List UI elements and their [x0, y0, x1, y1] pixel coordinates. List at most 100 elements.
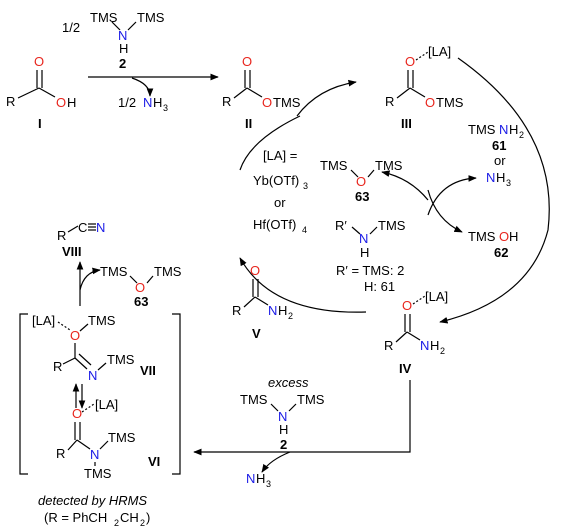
disiloxane-bond-l	[350, 169, 359, 178]
excess-byproduct-h: H	[256, 471, 265, 486]
compound-III-rc	[396, 87, 411, 99]
compound-VII-otms	[79, 323, 89, 332]
compound-VI-la: [LA]	[95, 397, 118, 412]
rprime-n: N	[359, 231, 368, 246]
amine-h: H	[509, 122, 518, 137]
compound-VIII-r: R	[57, 228, 66, 243]
compound-VII-cn-2	[78, 353, 92, 366]
amine-number: 61	[492, 138, 506, 153]
compound-VI-o-double: O	[72, 406, 82, 421]
compound-VIII-label: VIII	[62, 244, 82, 259]
step1-byproduct-sub: 3	[163, 103, 168, 113]
compound-I-r: R	[6, 94, 15, 109]
compound-IV-sub: 2	[440, 346, 445, 356]
silanol-o: O	[499, 229, 509, 244]
compound-VI-label: VI	[148, 454, 160, 469]
compound-V-h: H	[278, 303, 287, 318]
excess-byproduct: N H 3	[246, 471, 271, 489]
rprime-tms: TMS	[378, 218, 406, 233]
step1-bond-r	[127, 21, 137, 31]
compound-I-rc	[17, 87, 40, 99]
step1-bond-l	[111, 21, 121, 31]
excess-n: N	[278, 409, 287, 424]
compound-VIII: R C N VIII	[57, 220, 105, 259]
compound-III-tms: TMS	[436, 95, 464, 110]
step1-reagent-number: 2	[119, 56, 126, 71]
la-opt1-sub: 3	[303, 181, 308, 191]
footer-r-sub2: 2	[140, 518, 145, 528]
silanol-number: 62	[494, 245, 508, 260]
silanol-tms: TMS	[468, 229, 496, 244]
compound-VII-o: O	[70, 328, 80, 343]
compound-III-co	[409, 87, 426, 98]
compound-VII: [LA] O TMS R N TMS VII	[32, 313, 156, 383]
step1-coeff: 1/2	[62, 20, 80, 35]
step1-byproduct-curve	[131, 77, 154, 97]
compound-IV-h: H	[430, 338, 439, 353]
rprime-def-1: R′ = TMS: 2	[336, 263, 404, 278]
excess-bond-r	[288, 403, 297, 412]
compound-VI: O [LA] R N TMS TMS VI	[56, 397, 160, 481]
compound-VII-n: N	[88, 368, 97, 383]
compound-VII-rc	[62, 357, 76, 365]
disiloxane-bond-r	[367, 169, 375, 178]
excess-tms-left: TMS	[240, 392, 268, 407]
compound-VII-tms-o: TMS	[88, 313, 116, 328]
amine-sub: 2	[519, 130, 524, 140]
compound-VI-tms-a: TMS	[108, 430, 136, 445]
disiloxane-left: TMS	[320, 158, 348, 173]
disiloxane-inner: TMS O TMS 63	[320, 158, 403, 204]
inner-cycle-arrow-up	[427, 175, 477, 216]
excess-h: H	[279, 422, 288, 437]
compound-III-la-hash	[415, 51, 429, 61]
compound-VI-r: R	[56, 446, 65, 461]
compound-VI-n: N	[90, 447, 99, 462]
la-def: [LA] =	[263, 148, 297, 163]
compound-V-label: V	[252, 326, 261, 341]
amine-tms: TMS	[468, 122, 496, 137]
compound-IV-label: IV	[399, 361, 412, 376]
compound-IV-la-hash	[412, 295, 426, 305]
compound-VI-cn	[76, 439, 91, 450]
compound-II-o-double: O	[242, 54, 252, 69]
elim-tms-right: TMS	[154, 264, 182, 279]
compound-VII-label: VII	[140, 363, 156, 378]
footer-r-sub1: 2	[114, 518, 119, 528]
compound-VII-tms-n: TMS	[107, 352, 135, 367]
compound-I-label: I	[38, 116, 42, 131]
compound-II-rc	[233, 87, 248, 99]
compound-VI-rc	[67, 439, 78, 451]
compound-V-rc	[243, 296, 256, 308]
step1-n: N	[118, 28, 127, 43]
compound-II: O R O TMS II	[222, 54, 301, 131]
la-opt2-sub: 4	[302, 225, 307, 235]
silanol: TMS O H 62	[468, 229, 518, 260]
disiloxane-elim: TMS O TMS 63	[100, 264, 182, 309]
compound-III-r: R	[385, 94, 394, 109]
compound-III-la: [LA]	[428, 44, 451, 59]
footer-r-mid: CH	[120, 510, 139, 525]
footer-hrms: detected by HRMS	[38, 493, 147, 508]
compound-II-o: O	[262, 95, 272, 110]
elim-tms-left: TMS	[100, 264, 128, 279]
compound-IV-rc	[395, 331, 408, 343]
footer-r-def: (R = PhCH 2 CH 2 )	[44, 510, 150, 528]
step1-byproduct-h: H	[153, 95, 162, 110]
amine-entry: TMS N H 2 61 or N H 3	[468, 122, 524, 188]
rprime-bond-l	[351, 226, 361, 235]
step1-byproduct: 1/2 N H 3	[118, 95, 168, 113]
footer-r-end: )	[146, 510, 150, 525]
cycle-arrow-left-upper	[239, 115, 301, 171]
compound-II-tms: TMS	[273, 95, 301, 110]
cycle-arrow-right	[439, 57, 550, 324]
rprime: R′	[335, 218, 347, 233]
compound-III: O [LA] R O TMS III	[385, 44, 464, 131]
compound-V-cn	[254, 296, 269, 306]
excess-label: excess	[268, 375, 309, 390]
compound-VII-r: R	[53, 359, 62, 374]
compound-V: O R N H 2 V	[232, 263, 293, 341]
elim-bond-r	[146, 275, 154, 284]
rprime-def-2: H: 61	[364, 279, 395, 294]
compound-IV-r: R	[384, 338, 393, 353]
